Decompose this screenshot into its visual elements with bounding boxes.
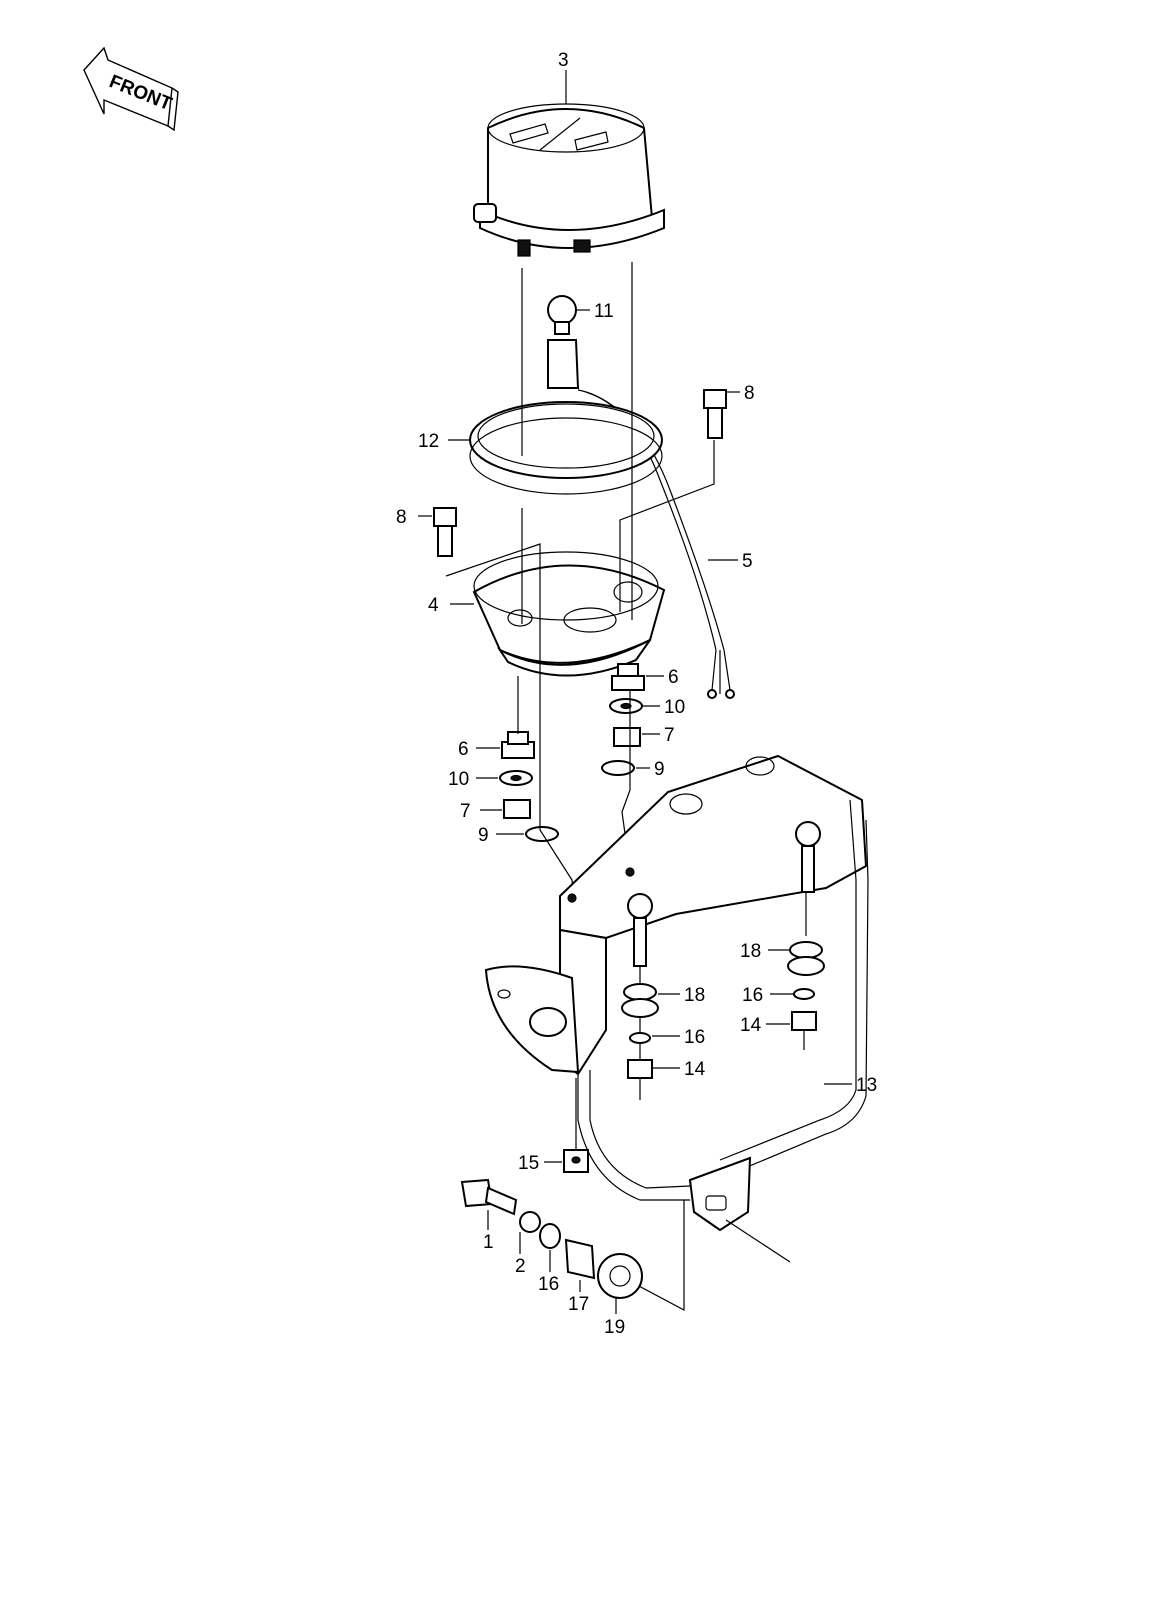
callout-14: 14: [740, 1015, 762, 1036]
callout-8: 8: [744, 383, 755, 404]
bottom-bolt-set: [460, 1178, 643, 1299]
callout-4: 4: [428, 595, 439, 616]
callout-19: 19: [604, 1317, 625, 1338]
callout-6: 6: [668, 667, 679, 688]
bolt-lower: [433, 507, 457, 557]
right-mount-stack: [601, 663, 645, 776]
callout-12: 12: [418, 431, 439, 452]
front-arrow-icon: FRONT: [83, 46, 179, 132]
callout-6: 6: [458, 739, 469, 760]
front-arrow-label: FRONT: [106, 71, 175, 115]
callout-3: 3: [558, 50, 569, 71]
callout-14: 14: [684, 1059, 706, 1080]
callout-labels: 3 11 8 12 8 5 4 6 10 7 9 6 10 7 9 18 16 …: [396, 50, 877, 1338]
callout-8: 8: [396, 507, 407, 528]
callout-13: 13: [856, 1075, 877, 1096]
callout-11: 11: [594, 301, 614, 322]
callout-18: 18: [684, 985, 705, 1006]
ring-cover: [469, 401, 663, 495]
nut-15: [563, 1149, 589, 1173]
bolt-upper: [703, 389, 727, 439]
left-mount-stack: [499, 731, 559, 842]
callout-9: 9: [654, 759, 665, 780]
mounting-bracket: [484, 754, 869, 1263]
callout-1: 1: [483, 1232, 494, 1253]
speedometer-unit: [473, 103, 665, 257]
callout-18: 18: [740, 941, 761, 962]
rubber-stack-right: [787, 941, 825, 1031]
callout-7: 7: [664, 725, 675, 746]
callout-16: 16: [742, 985, 763, 1006]
callout-5: 5: [742, 551, 753, 572]
rubber-stack-left: [621, 983, 659, 1079]
callout-15: 15: [518, 1153, 539, 1174]
callout-9: 9: [478, 825, 489, 846]
callout-10: 10: [448, 769, 469, 790]
callout-7: 7: [460, 801, 471, 822]
callout-16: 16: [684, 1027, 705, 1048]
meter-case: [472, 551, 666, 677]
callout-2: 2: [515, 1256, 526, 1277]
leader-lines: [418, 70, 852, 1314]
callout-16: 16: [538, 1274, 559, 1295]
callout-17: 17: [568, 1294, 589, 1315]
callout-10: 10: [664, 697, 685, 718]
